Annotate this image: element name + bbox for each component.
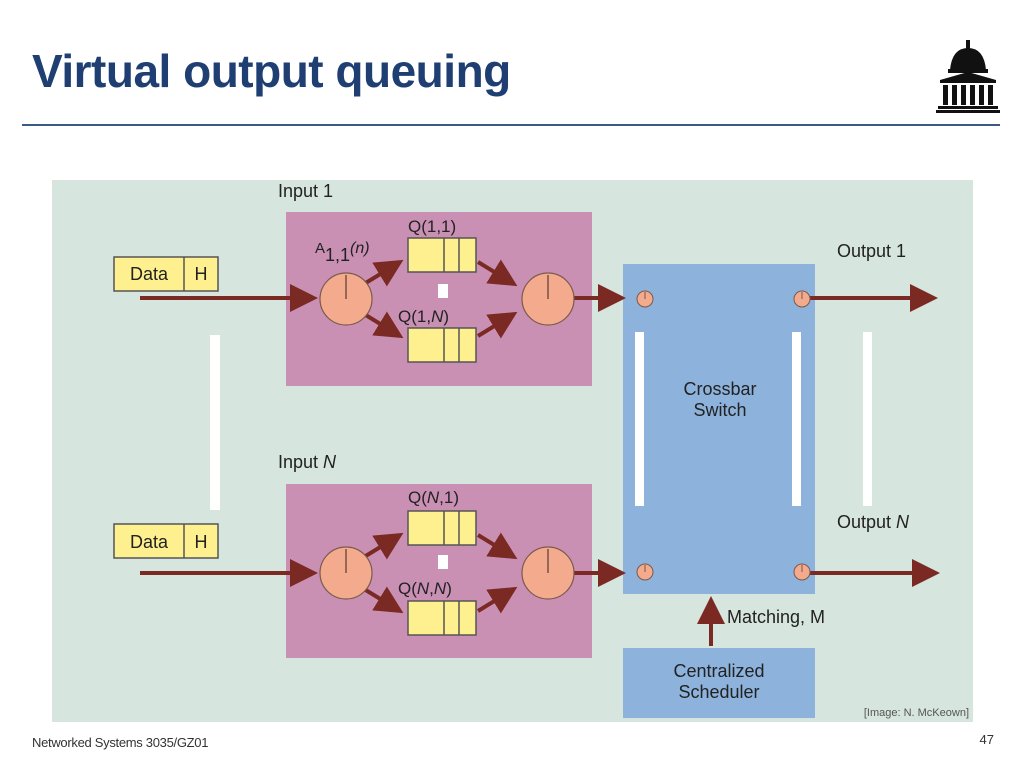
image-credit: [Image: N. McKeown]	[863, 707, 969, 719]
centralized-scheduler	[623, 648, 815, 718]
arrow-merge-na	[476, 532, 518, 560]
queue-1-n	[407, 327, 477, 363]
packet-data-label: Data	[130, 532, 169, 552]
arrow-split-na	[362, 532, 404, 560]
ellipsis-bar-crossbar-right	[792, 332, 801, 506]
arrival-label: A1,1(n)	[315, 240, 370, 265]
scheduler-label-line1: Centralized	[673, 661, 764, 681]
packet-input-1	[113, 256, 219, 292]
packet-header-label: H	[195, 532, 208, 552]
slide-title: Virtual output queuing	[32, 45, 511, 97]
arrow-split-1b	[362, 311, 404, 339]
arrow-merge-1b	[476, 311, 518, 339]
output-1-label: Output 1	[837, 241, 906, 261]
ellipsis-bar-outputs	[863, 332, 872, 506]
crossbar-label-line1: Crossbar	[683, 379, 756, 399]
queue-n-1	[407, 510, 477, 546]
page-number: 47	[979, 732, 994, 747]
footer-course: Networked Systems 3035/GZ01	[32, 735, 209, 750]
input-n-label: Input N	[278, 452, 337, 472]
queue-n-n	[407, 600, 477, 636]
scheduler-label-line2: Scheduler	[678, 682, 759, 702]
crossbar-switch	[623, 264, 815, 594]
packet-input-n	[113, 523, 219, 559]
title-divider	[22, 124, 1000, 126]
arrow-split-1a	[362, 259, 404, 287]
ellipsis-bar-inputs	[210, 335, 220, 510]
packet-header-label: H	[195, 264, 208, 284]
queue-1-1	[407, 237, 477, 273]
university-logo-icon	[936, 40, 1000, 113]
ellipsis-dot-input-n	[438, 555, 448, 569]
ellipsis-bar-crossbar-left	[635, 332, 644, 506]
packet-data-label: Data	[130, 264, 169, 284]
queue-n-1-label: Q(N,1)	[408, 488, 459, 507]
output-n-label: Output N	[837, 512, 910, 532]
queue-1-1-label: Q(1,1)	[408, 217, 456, 236]
arrow-merge-1a	[476, 259, 518, 287]
queue-n-n-label: Q(N,N)	[398, 579, 452, 598]
arrow-merge-nb	[476, 586, 518, 614]
ellipsis-dot-input-1	[438, 284, 448, 298]
matching-label: Matching, M	[727, 607, 825, 627]
arrow-split-nb	[362, 586, 404, 614]
crossbar-label-line2: Switch	[693, 400, 746, 420]
queue-1-n-label: Q(1,N)	[398, 307, 449, 326]
voq-diagram: Data H Data H	[52, 180, 973, 722]
input-1-label: Input 1	[278, 181, 333, 201]
